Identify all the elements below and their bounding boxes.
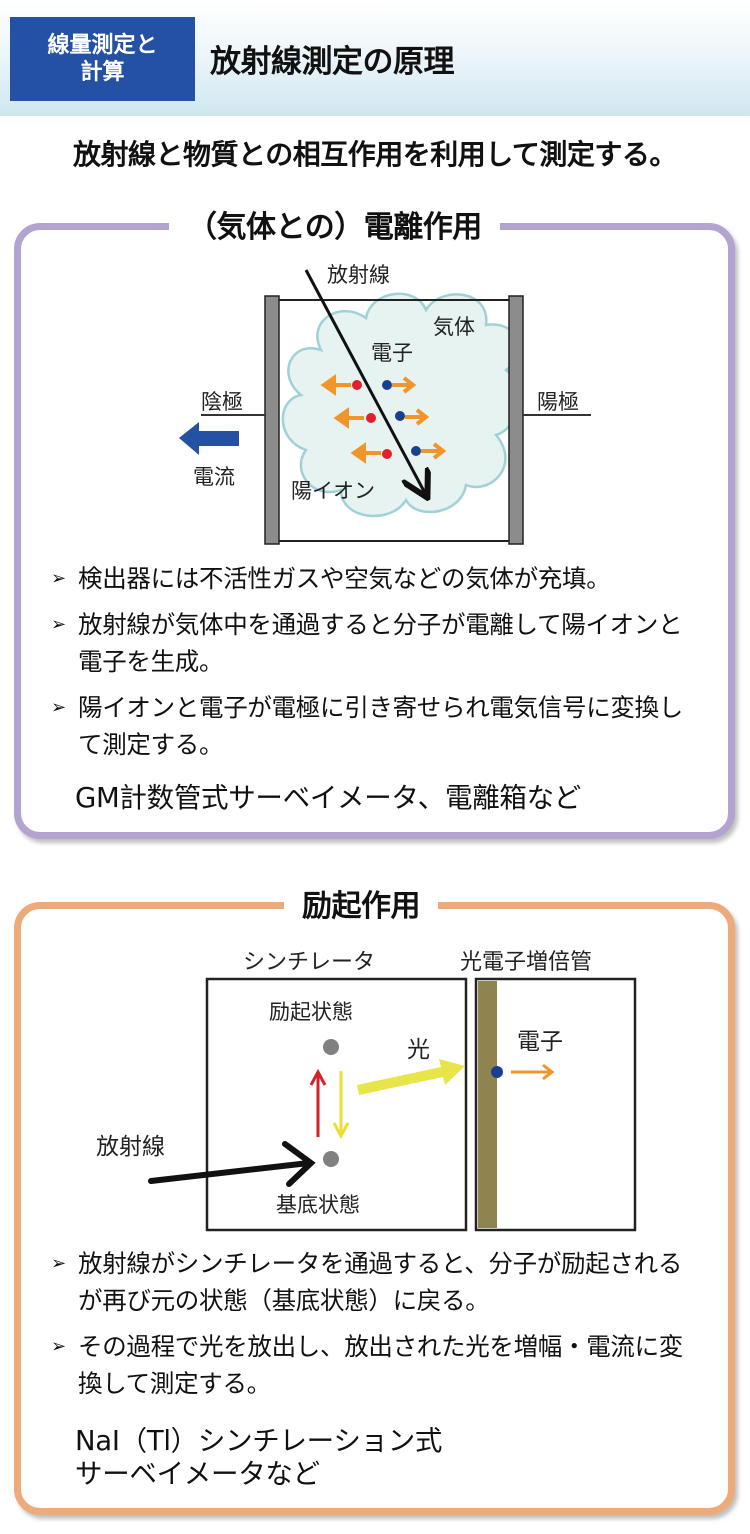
bullet-item: ➢陽イオンと電子が電極に引き寄せられ電気信号に変換して測定する。 — [51, 689, 704, 763]
photocathode — [478, 981, 497, 1228]
ionization-bullets: ➢検出器には不活性ガスや空気などの気体が充填。 ➢放射線が気体中を通過すると分子… — [51, 560, 704, 772]
page-title: 放射線測定の原理 — [210, 44, 455, 80]
svg-text:陰極: 陰極 — [201, 390, 243, 414]
svg-text:電子: 電子 — [371, 341, 413, 365]
badge-line-1: 線量測定と — [47, 33, 158, 58]
examples-line-2: サーベイメータなど — [75, 1458, 320, 1490]
arrowhead-bullet-icon: ➢ — [51, 614, 66, 635]
bullet-item: ➢検出器には不活性ガスや空気などの気体が充填。 — [51, 560, 704, 597]
current-arrow — [179, 422, 239, 455]
ground-state-dot — [323, 1151, 339, 1167]
ionization-panel: （気体との）電離作用 — [14, 202, 735, 839]
deexcitation-arrow — [332, 1071, 350, 1140]
excitation-arrow — [309, 1068, 327, 1137]
ionization-diagram: 放射線 気体 電子 陰極 陽極 電流 陽イオン — [179, 263, 591, 545]
ionization-examples: GM計数管式サーベイメータ、電離箱など — [75, 782, 582, 814]
electron-arrow — [511, 1063, 555, 1081]
svg-text:放射線: 放射線 — [327, 263, 390, 287]
pmt-box — [474, 977, 637, 1232]
examples-line-1: NaI（Tl）シンチレーション式 — [75, 1425, 443, 1457]
excitation-title: 励起作用 — [284, 881, 438, 925]
category-badge: 線量測定と 計算 — [10, 17, 195, 101]
arrowhead-bullet-icon: ➢ — [51, 1336, 66, 1357]
svg-text:電子: 電子 — [517, 1029, 563, 1055]
svg-text:陽イオン: 陽イオン — [291, 479, 375, 503]
excitation-diagram: シンチレータ 光電子増倍管 励起状態 基底状態 光 電子 放射線 — [96, 950, 637, 1232]
ionization-title: （気体との）電離作用 — [169, 202, 500, 246]
arrowhead-bullet-icon: ➢ — [51, 1253, 66, 1274]
radiation-path — [304, 269, 426, 495]
bullet-item: ➢放射線が気体中を通過すると分子が電離して陽イオンと電子を生成。 — [51, 606, 704, 680]
excitation-examples: NaI（Tl）シンチレーション式 サーベイメータなど — [75, 1425, 442, 1491]
arrowhead-bullet-icon: ➢ — [51, 568, 66, 589]
excitation-panel: 励起作用 シンチレータ 光電子増倍管 励起状態 基底状態 光 電子 — [14, 881, 735, 1515]
svg-text:放射線: 放射線 — [96, 1134, 165, 1160]
bullet-item: ➢その過程で光を放出し、放出された光を増幅・電流に変換して測定する。 — [51, 1328, 704, 1402]
light-arrow — [357, 1059, 465, 1095]
radiation-arrow — [148, 1141, 316, 1187]
anode-plate — [508, 295, 524, 545]
header-band: 線量測定と 計算 放射線測定の原理 — [0, 0, 750, 116]
svg-text:光: 光 — [407, 1037, 430, 1063]
arrowhead-bullet-icon: ➢ — [51, 697, 66, 718]
cathode-plate — [264, 295, 280, 545]
excited-state-dot — [323, 1039, 339, 1055]
svg-text:陽極: 陽極 — [537, 390, 579, 414]
bullet-item: ➢放射線がシンチレータを通過すると、分子が励起されるが再び元の状態（基底状態）に… — [51, 1245, 704, 1319]
svg-text:励起状態: 励起状態 — [269, 1000, 353, 1024]
svg-text:基底状態: 基底状態 — [276, 1193, 360, 1217]
ion-pairs — [320, 374, 447, 464]
subtitle: 放射線と物質との相互作用を利用して測定する。 — [73, 138, 677, 171]
badge-line-2: 計算 — [80, 60, 125, 85]
svg-text:光電子増倍管: 光電子増倍管 — [460, 950, 592, 975]
svg-text:気体: 気体 — [433, 315, 475, 339]
scintillator-box — [205, 977, 468, 1232]
svg-text:電流: 電流 — [193, 465, 235, 489]
excitation-bullets: ➢放射線がシンチレータを通過すると、分子が励起されるが再び元の状態（基底状態）に… — [51, 1245, 704, 1411]
svg-text:シンチレータ: シンチレータ — [243, 950, 375, 975]
photoelectron-dot — [491, 1066, 503, 1078]
